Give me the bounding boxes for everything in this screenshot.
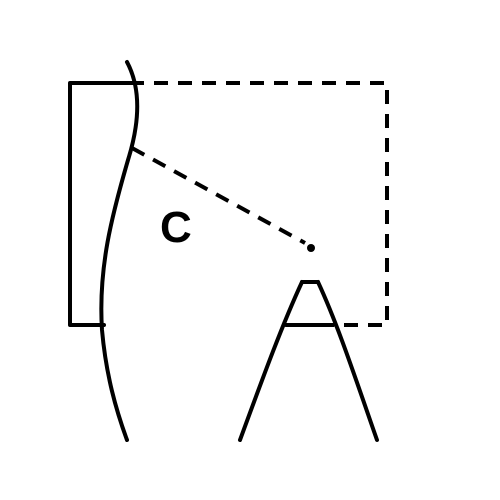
- a-shape-left-leg: [238, 280, 304, 442]
- angle-label-c: C: [160, 203, 192, 252]
- dashed-rectangle: [130, 81, 389, 327]
- left-solid-rectangle: [68, 81, 132, 327]
- dashed-diagonal-line: [131, 146, 306, 245]
- left-break-curve: [99, 60, 140, 442]
- apex-point: [307, 244, 315, 252]
- a-shape-right-leg: [316, 280, 379, 442]
